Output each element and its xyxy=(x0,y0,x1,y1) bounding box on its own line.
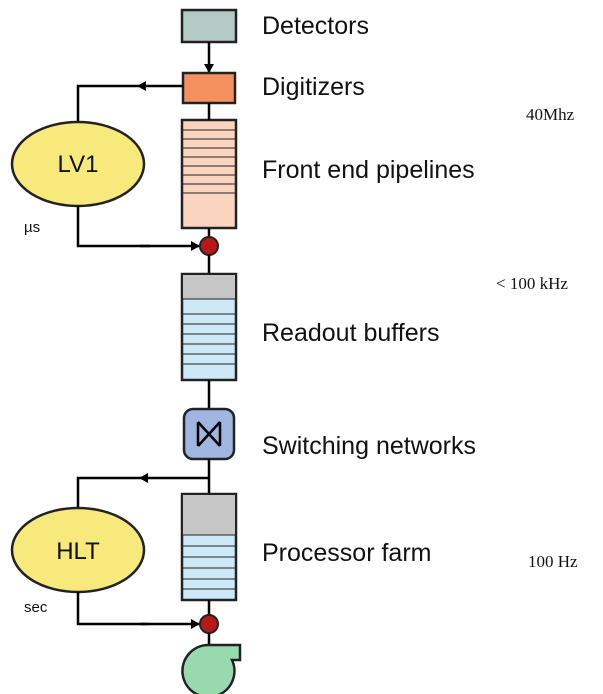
detectors-box xyxy=(180,8,238,44)
digitizers-label: Digitizers xyxy=(262,73,365,101)
detectors-label: Detectors xyxy=(262,12,369,40)
rate-100khz: < 100 kHz xyxy=(496,274,568,293)
digitizers-box xyxy=(181,71,237,105)
hlt-label: HLT xyxy=(56,538,100,565)
rate-40mhz: 40Mhz xyxy=(526,105,575,124)
storage-pump-icon xyxy=(181,643,242,694)
front-end-pipeline xyxy=(180,118,238,230)
lv1-request-path xyxy=(76,84,138,122)
switching-label: Switching networks xyxy=(262,432,476,460)
rate-100hz: 100 Hz xyxy=(528,552,578,571)
processor-farm xyxy=(180,492,238,602)
hlt-decision-path xyxy=(76,592,150,626)
hlt-request-path xyxy=(76,476,140,512)
lv1-accept-node xyxy=(199,236,219,256)
front-end-label: Front end pipelines xyxy=(262,156,475,184)
hlt-latency-label: sec xyxy=(24,599,48,616)
bowtie-switch-icon xyxy=(182,407,236,461)
hlt-accept-node xyxy=(199,614,219,634)
lv1-latency-label: µs xyxy=(24,219,40,236)
processor-label: Processor farm xyxy=(262,539,431,567)
readout-buffer xyxy=(180,272,238,382)
readout-label: Readout buffers xyxy=(262,319,439,347)
lv1-decision-path xyxy=(76,206,150,248)
lv1-label: LV1 xyxy=(58,151,99,178)
